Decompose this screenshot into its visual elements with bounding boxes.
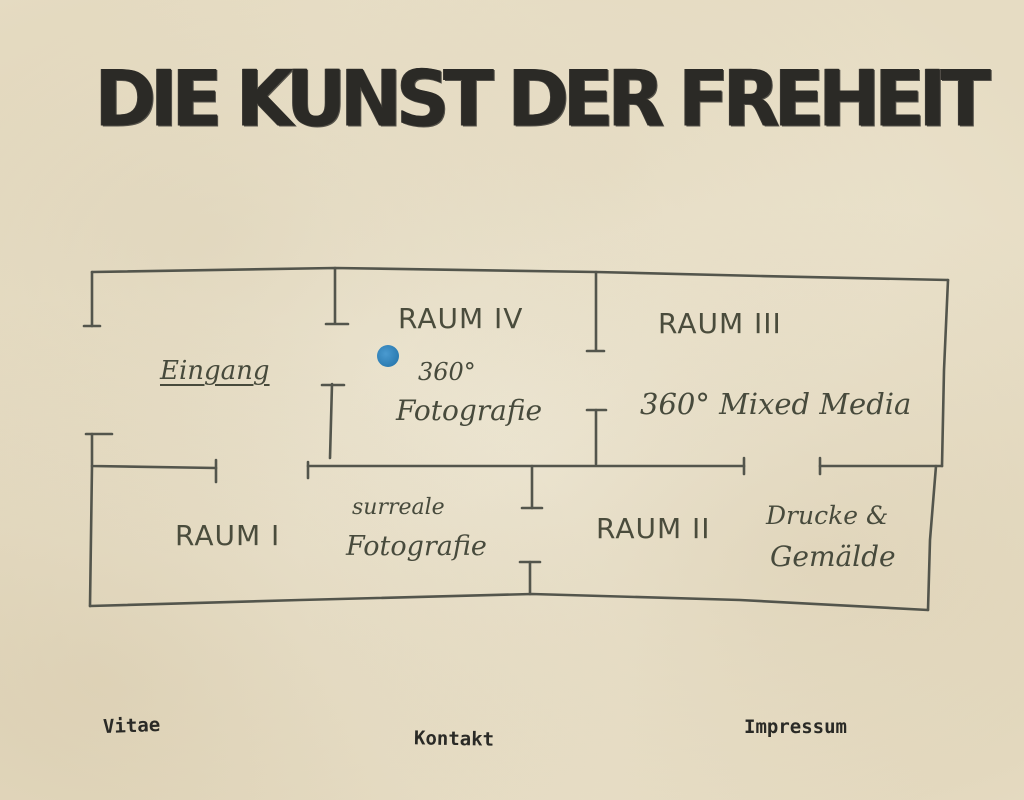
nav-kontakt-link[interactable]: Kontakt bbox=[413, 727, 495, 751]
room-1-desc-line2: Fotografie bbox=[346, 531, 487, 562]
floor-plan-walls bbox=[82, 266, 950, 612]
room-2-desc-line2: Gemälde bbox=[770, 540, 896, 573]
location-marker-icon[interactable] bbox=[377, 345, 399, 367]
room-3-desc: 360° Mixed Media bbox=[640, 387, 912, 421]
room-4-desc-line1: 360° bbox=[418, 358, 476, 386]
room-3-label[interactable]: RAUM III bbox=[658, 307, 782, 340]
nav-vitae-link[interactable]: Vitae bbox=[102, 714, 161, 738]
room-1-desc-line1: surreale bbox=[352, 495, 445, 520]
room-2-desc-line1: Drucke & bbox=[766, 501, 889, 530]
page-title: DIE KUNST DER FREHEIT bbox=[95, 53, 991, 145]
room-1-label[interactable]: RAUM I bbox=[175, 519, 281, 552]
room-4-label[interactable]: RAUM IV bbox=[398, 302, 524, 335]
room-4-desc-line2: Fotografie bbox=[396, 394, 543, 427]
entrance-link[interactable]: Eingang bbox=[160, 356, 270, 386]
nav-impressum-link[interactable]: Impressum bbox=[744, 716, 847, 738]
room-2-label[interactable]: RAUM II bbox=[596, 512, 711, 545]
